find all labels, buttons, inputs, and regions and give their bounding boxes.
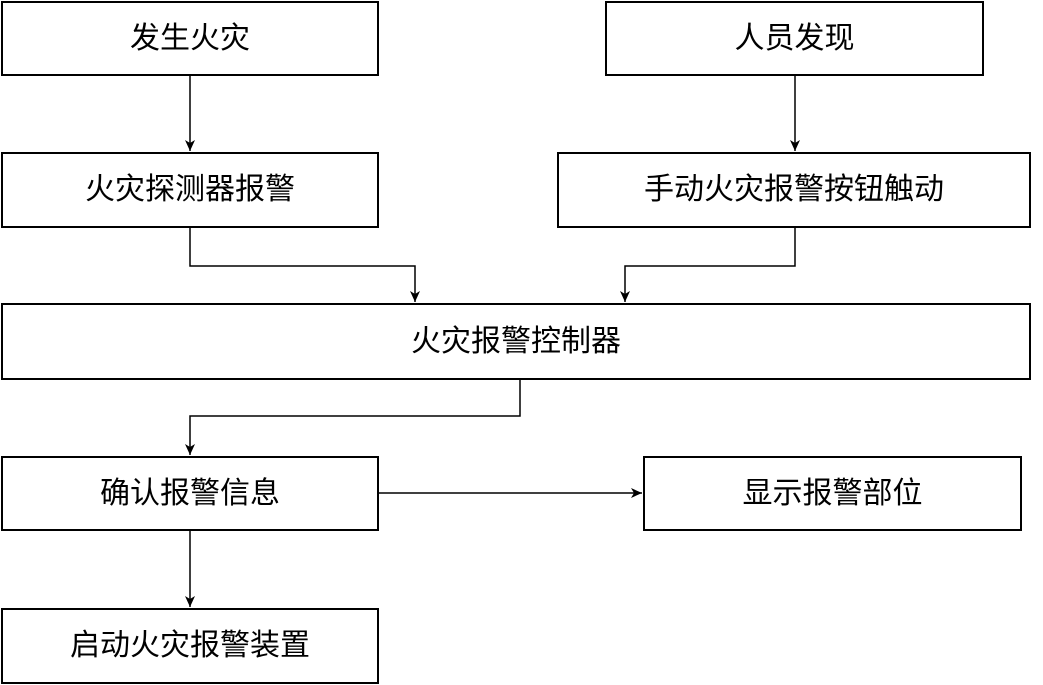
node-label: 发生火灾 <box>130 20 250 56</box>
node-label: 确认报警信息 <box>100 475 280 511</box>
node-label: 火灾报警控制器 <box>411 323 621 359</box>
node-confirm-alarm-info: 确认报警信息 <box>1 456 379 531</box>
node-manual-alarm-button: 手动火灾报警按钮触动 <box>557 152 1031 228</box>
node-alarm-controller: 火灾报警控制器 <box>1 303 1031 380</box>
node-start-alarm-device: 启动火灾报警装置 <box>1 608 379 684</box>
edge-controller-to-confirm <box>185 380 521 455</box>
node-label: 手动火灾报警按钮触动 <box>644 172 944 207</box>
node-label: 显示报警部位 <box>742 475 923 511</box>
node-display-alarm-location: 显示报警部位 <box>643 456 1022 531</box>
node-person-found: 人员发现 <box>605 1 984 76</box>
node-detector-alarm: 火灾探测器报警 <box>1 152 379 228</box>
node-label: 人员发现 <box>734 20 855 56</box>
node-label: 火灾探测器报警 <box>85 172 295 207</box>
edge-detector-to-controller <box>189 228 420 302</box>
edge-manual-to-controller <box>620 228 796 302</box>
node-label: 启动火灾报警装置 <box>70 628 310 663</box>
node-fire-occurs: 发生火灾 <box>1 1 379 76</box>
